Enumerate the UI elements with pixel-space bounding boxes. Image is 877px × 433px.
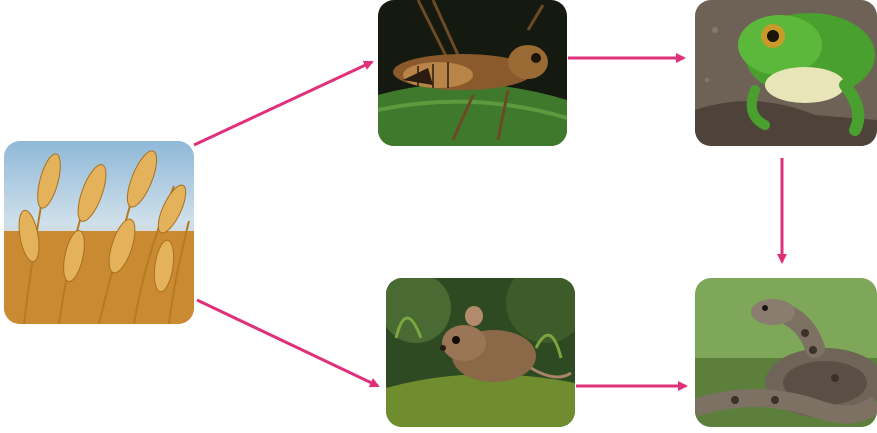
- arrow-wheat-to-grasshopper: [194, 62, 372, 145]
- arrow-wheat-to-mouse: [197, 300, 378, 386]
